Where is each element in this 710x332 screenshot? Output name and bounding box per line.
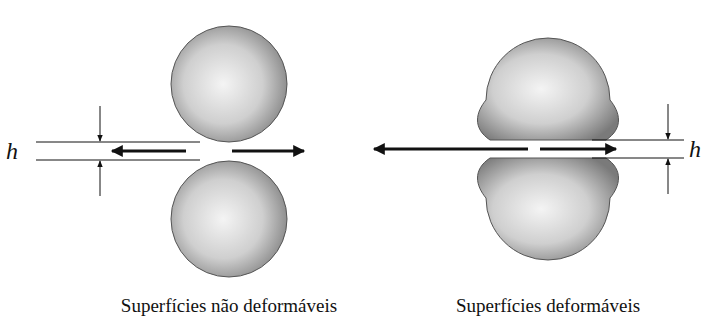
caption-text: Superfícies deformáveis — [456, 296, 640, 315]
deformed-roller — [478, 38, 619, 140]
caption-text: Superfícies não deformáveis — [121, 296, 337, 315]
dimension-label: h — [6, 139, 18, 163]
flow-arrow — [112, 149, 616, 151]
rigid-roller — [171, 161, 287, 277]
deformed-roller — [478, 158, 619, 260]
rigid-roller — [171, 26, 287, 142]
dimension-label: h — [689, 137, 701, 161]
dimension-h — [36, 106, 200, 196]
